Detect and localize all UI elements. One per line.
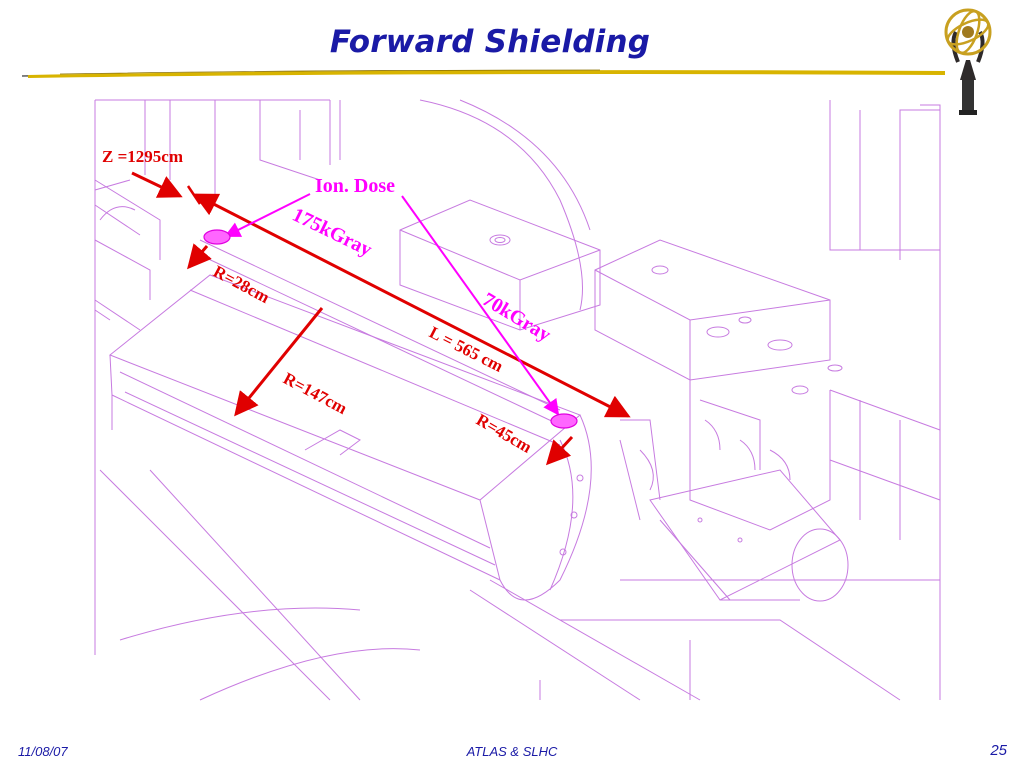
slide-title: Forward Shielding — [329, 24, 651, 60]
footer-center-text: ATLAS & SLHC — [466, 744, 558, 759]
page-number: 25 — [990, 742, 1007, 759]
r-inner-arrow — [187, 243, 212, 270]
label-r-outer: R=147cm — [280, 369, 350, 418]
length-arrow — [193, 193, 631, 418]
label-z-position: Z =1295cm — [102, 147, 183, 166]
dose-spot-outer — [550, 413, 578, 429]
label-r-mid: R=45cm — [473, 410, 535, 457]
dose-pointer-outer — [401, 195, 560, 416]
atlas-logo-icon — [944, 8, 992, 115]
footer-date: 11/08/07 — [18, 744, 68, 759]
z-position-arrow — [131, 171, 183, 198]
dose-spot-inner — [203, 229, 231, 245]
diagram-labels: Z =1295cm Ion. Dose 175kGray 70kGray L =… — [102, 147, 555, 457]
annotation-arrows — [131, 171, 631, 466]
dose-pointer-inner — [224, 193, 311, 237]
r-outer-arrow — [234, 307, 324, 417]
r-mid-arrow — [545, 435, 574, 466]
dose-pointers — [203, 193, 578, 429]
label-ion-dose: Ion. Dose — [315, 175, 395, 197]
label-dose-inner: 175kGray — [289, 204, 376, 261]
title-divider — [21, 69, 945, 78]
label-r-inner: R=28cm — [210, 262, 272, 307]
shielding-engineering-drawing — [94, 99, 941, 701]
